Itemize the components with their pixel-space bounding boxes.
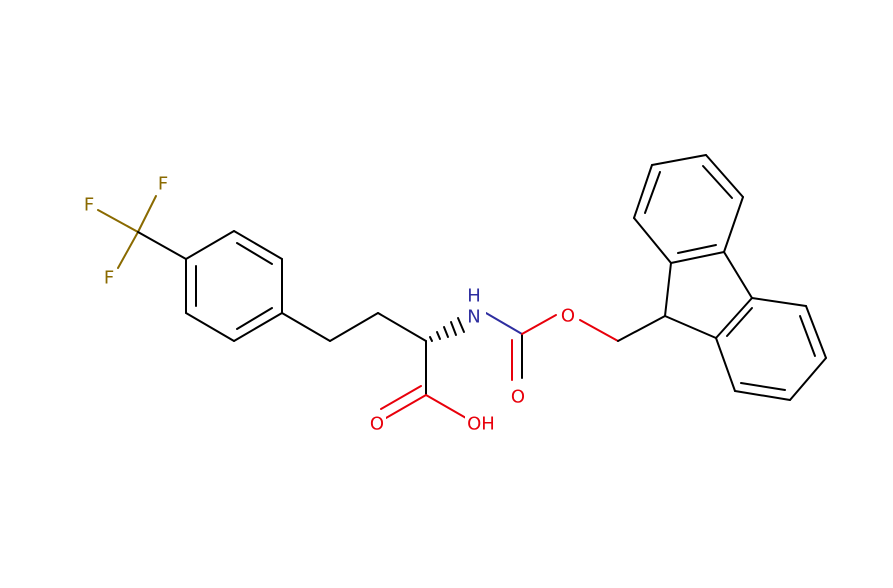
nh-h-label: H: [467, 286, 481, 307]
bond-cf3-ring: [137, 231, 187, 260]
carbamate-group: [485, 312, 619, 381]
five-ring-bond: [715, 297, 753, 339]
lower-ring-bond: [751, 297, 807, 307]
alkyl-chain: [281, 312, 427, 342]
hash-line: [436, 331, 441, 340]
upper-ring-bond: [633, 164, 653, 219]
ring1-bond: [233, 230, 283, 260]
hydroxyl-label: OH: [467, 414, 495, 435]
lower-ring-bond: [805, 305, 827, 359]
ester-oxygen-label: O: [561, 306, 575, 327]
acid-carbonyl-oxygen-label: O: [370, 414, 384, 435]
o-ch2-bond: [579, 319, 619, 342]
carbonyl-bond-double: [380, 385, 422, 410]
fluorine-label: F: [158, 174, 168, 195]
hash-line: [429, 336, 433, 342]
five-ring-bond: [664, 315, 717, 339]
hash-line: [457, 317, 465, 333]
bond-c-f2: [97, 209, 139, 233]
upper-ring-inner: [702, 165, 733, 199]
hydroxyl-bond: [425, 394, 467, 419]
lower-ring-bond: [789, 357, 827, 401]
lower-ring-inner: [726, 307, 753, 337]
upper-ring-inner: [677, 244, 717, 254]
lower-ring-bond: [715, 337, 736, 392]
c-o-ester-bond: [521, 314, 557, 335]
ring1-bond: [185, 312, 235, 342]
lower-ring-bond: [734, 390, 791, 401]
upper-ring-inner: [644, 171, 661, 214]
chain-bond: [281, 312, 331, 342]
hash-line: [450, 321, 457, 336]
n-c-bond: [485, 312, 523, 335]
ring1-inner-bond: [236, 307, 273, 330]
upper-ring-bond: [723, 196, 744, 253]
trifluoromethyl-group: [97, 195, 187, 269]
five-ring-bond: [670, 251, 725, 264]
carbonyl-bond: [385, 394, 427, 419]
phenyl-ring: [185, 230, 283, 342]
carboxylic-acid-group: [380, 340, 467, 419]
fluorine-label: F: [104, 268, 114, 289]
lower-ring-inner: [799, 315, 816, 357]
five-ring-bond: [723, 251, 753, 299]
fluorenyl-group: [617, 154, 827, 401]
ring1-bond: [185, 230, 235, 260]
ring1-bond: [233, 312, 283, 342]
nitrogen-label: N: [467, 307, 480, 328]
chain-bond: [329, 312, 379, 342]
upper-ring-bond: [705, 154, 744, 198]
bond-c-f3: [117, 231, 139, 269]
upper-ring-bond: [633, 217, 672, 264]
atom-labels: F F F H N O O O OH: [82, 174, 577, 436]
fluorine-label: F: [84, 195, 94, 216]
ring1-inner-bond: [236, 242, 273, 265]
lower-ring-inner: [740, 382, 786, 391]
ch2-c9-bond: [617, 315, 666, 342]
five-ring-bond: [664, 262, 672, 317]
hashed-wedge-bond: [429, 317, 465, 342]
hash-line: [443, 326, 449, 338]
chain-bond: [377, 312, 427, 342]
carbamate-carbonyl-oxygen-label: O: [511, 387, 525, 408]
bond-c-f1: [137, 195, 157, 233]
upper-ring-bond: [651, 154, 707, 166]
